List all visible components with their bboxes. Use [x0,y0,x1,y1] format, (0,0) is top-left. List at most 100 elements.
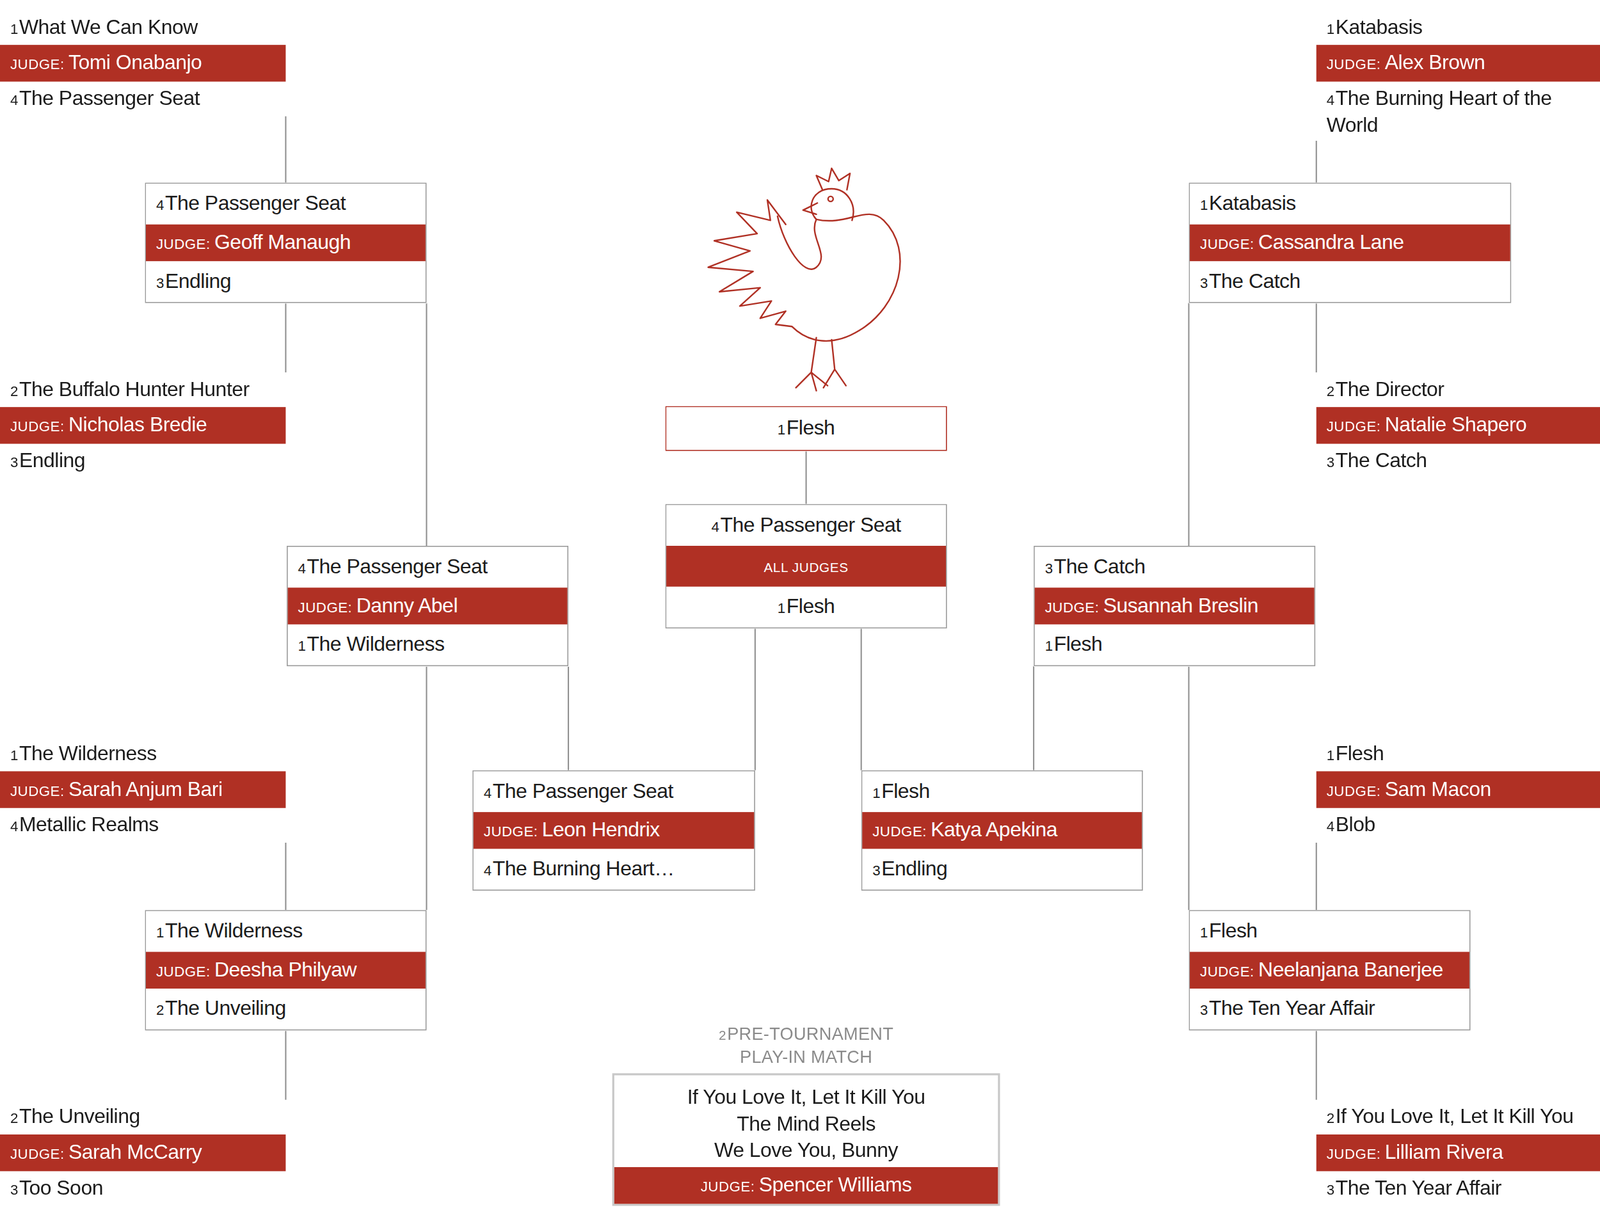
play-in-heading: 2PRE-TOURNAMENT PLAY-IN MATCH [693,1023,919,1070]
book-title: The Passenger Seat [307,554,488,578]
play-in-box: If You Love It, Let It Kill YouThe Mind … [612,1073,1001,1206]
judge-label: JUDGE: [10,1146,65,1163]
judge-name: Katya Apekina [930,818,1058,841]
judge-bar: JUDGE:Neelanjana Banerjee [1189,952,1470,989]
judge-bar: JUDGE:Katya Apekina [862,812,1142,849]
book-title: We Love You, Bunny [624,1136,989,1163]
judge-name: Cassandra Lane [1258,230,1404,253]
entry-row: 2The Unveiling [0,1100,286,1135]
judge-name: Neelanjana Banerjee [1258,958,1444,981]
judge-bar: JUDGE:Danny Abel [288,587,568,624]
entry-row: 3The Catch [1316,444,1600,479]
match-box: 3The CatchJUDGE:Susannah Breslin1Flesh [1033,545,1316,667]
book-title: The Burning Heart of the World [1326,87,1552,137]
match-box: 4The Passenger SeatJUDGE:Danny Abel1The … [286,545,569,667]
entry-row: 2The Unveiling [145,988,426,1030]
book-title: The Wilderness [19,741,157,765]
book-title: Metallic Realms [19,813,159,836]
bracket-connector [1315,303,1318,373]
judge-label: ALL JUDGES [763,560,848,576]
final-match-box: 4The Passenger SeatALL JUDGES1Flesh [665,504,948,630]
judge-name: Deesha Philyaw [214,958,357,981]
bracket-connector [1187,303,1190,546]
seed-number: 4 [711,518,719,536]
entry-row: 1What We Can Know [0,10,286,45]
seed-number: 3 [1200,274,1208,292]
judge-name: Sarah McCarry [68,1141,202,1164]
judge-name: Lilliam Rivera [1384,1141,1504,1164]
champion-box: 1Flesh [665,406,948,452]
seed-number: 4 [1326,91,1335,109]
entry-row: 2The Director [1316,372,1600,408]
seed-number: 3 [10,454,18,472]
match-box: 2The UnveilingJUDGE:Sarah McCarry3Too So… [0,1100,286,1207]
seed-number: 3 [1200,1002,1208,1019]
title-list: If You Love It, Let It Kill YouThe Mind … [614,1075,998,1167]
judge-label: JUDGE: [1326,56,1382,73]
book-title: Endling [165,269,232,292]
judge-bar: JUDGE:Tomi Onabanjo [0,44,286,82]
book-title: The Ten Year Affair [1335,1176,1502,1199]
judge-bar: JUDGE:Cassandra Lane [1189,224,1511,262]
judge-bar: JUDGE:Natalie Shapero [1316,407,1600,444]
entry-row: 3The Catch [1189,261,1511,303]
seed-number: 2 [718,1027,727,1044]
bracket-connector [754,628,756,771]
entry-row: 1Flesh [666,407,946,450]
seed-number: 2 [10,1110,18,1128]
judge-bar: JUDGE:Sarah Anjum Bari [0,771,286,808]
book-title: The Catch [1208,269,1301,292]
judge-bar: JUDGE:Susannah Breslin [1034,587,1315,624]
book-title: The Passenger Seat [19,87,200,110]
bracket-connector [805,451,808,505]
seed-number: 1 [777,600,786,617]
entry-row: 4Metallic Realms [0,808,286,843]
entry-row: 2The Buffalo Hunter Hunter [0,372,286,408]
judge-label: JUDGE: [1200,235,1255,253]
judge-label: JUDGE: [298,599,353,616]
book-title: The Wilderness [165,919,303,943]
entry-row: 4The Passenger Seat [666,504,946,546]
entry-row: 3Endling [145,261,426,303]
book-title: The Ten Year Affair [1208,997,1375,1020]
entry-row: 1Katabasis [1316,10,1600,45]
match-box: 1What We Can KnowJUDGE:Tomi Onabanjo4The… [0,10,286,117]
seed-number: 4 [10,818,18,836]
entry-row: 1Flesh [1034,624,1315,666]
heading-text: PRE-TOURNAMENT PLAY-IN MATCH [727,1024,894,1068]
seed-number: 3 [1326,1181,1335,1199]
seed-number: 2 [156,1002,164,1019]
book-title: What We Can Know [19,15,198,38]
bracket-connector [1187,666,1190,911]
entry-row: 1Katabasis [1189,183,1511,225]
judge-name: Sarah Anjum Bari [68,777,223,800]
seed-number: 4 [1326,818,1335,836]
entry-row: 4The Burning Heart… [473,849,754,891]
judge-bar: JUDGE:Leon Hendrix [473,812,754,849]
judge-label: JUDGE: [1326,1146,1382,1163]
book-title: Flesh [786,416,836,440]
entry-row: 1Flesh [862,771,1142,813]
judge-name: Leon Hendrix [542,818,660,841]
entry-row: 3Too Soon [0,1171,286,1206]
bracket-connector [860,628,863,771]
book-title: Flesh [1208,919,1258,943]
book-title: Flesh [1054,632,1103,656]
seed-number: 1 [777,421,786,438]
seed-number: 2 [1326,1110,1335,1128]
judge-label: JUDGE: [10,782,65,800]
judge-name: Nicholas Bredie [68,413,207,436]
judge-bar: JUDGE:Deesha Philyaw [145,952,426,989]
seed-number: 3 [1045,560,1053,577]
match-box: 2The Buffalo Hunter HunterJUDGE:Nicholas… [0,372,286,479]
judge-label: JUDGE: [156,235,211,253]
judge-bar: JUDGE:Sarah McCarry [0,1134,286,1172]
entry-row: 3The Ten Year Affair [1316,1171,1600,1206]
entry-row: 3The Ten Year Affair [1189,988,1470,1030]
entry-row: 3Endling [0,444,286,479]
book-title: If You Love It, Let It Kill You [624,1083,989,1110]
seed-number: 1 [1326,20,1335,38]
bracket-connector [1315,140,1318,183]
seed-number: 1 [10,20,18,38]
match-box: 1FleshJUDGE:Katya Apekina3Endling [861,770,1144,891]
